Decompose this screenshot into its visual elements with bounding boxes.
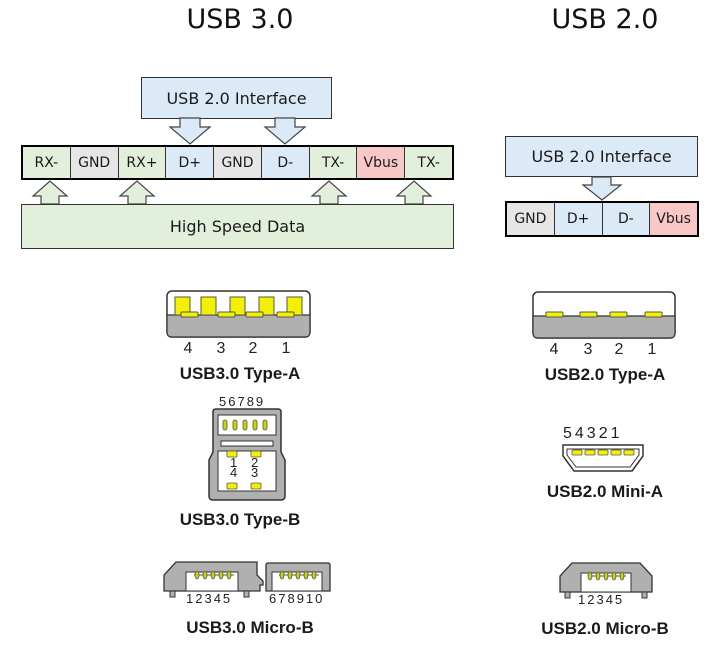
usb2-mini-a-connector bbox=[562, 444, 644, 472]
usb3-micro-b-caption: USB3.0 Micro-B bbox=[186, 618, 314, 637]
usb3-pin-3: RX+ bbox=[118, 147, 167, 178]
usb2-pin-label: GND bbox=[514, 211, 547, 227]
usb3-a-contact bbox=[276, 311, 295, 318]
usb3-type-a-connector bbox=[166, 290, 311, 338]
usb2-pin-label: D+ bbox=[566, 211, 590, 227]
usb3-pin-label: D+ bbox=[178, 154, 201, 171]
usb2-a-pin-2: 2 bbox=[614, 341, 624, 358]
usb3-micro-b-left-pins: 12345 bbox=[186, 591, 233, 606]
arrow-to-tx-minus-1 bbox=[310, 180, 348, 205]
usb2-micro-b-caption: USB2.0 Micro-B bbox=[541, 619, 669, 638]
usb3-b-pin-4: 4 bbox=[230, 465, 238, 480]
usb3-a-ss-contact bbox=[258, 296, 275, 316]
usb3-pin-8: Vbus bbox=[357, 147, 406, 178]
usb3-a-pin-1: 1 bbox=[281, 340, 291, 357]
usb3-pin-label: Vbus bbox=[363, 154, 399, 171]
usb3-pin-label: TX- bbox=[417, 154, 440, 171]
usb3-pin-label: GND bbox=[221, 154, 254, 171]
usb2-title: USB 2.0 bbox=[551, 4, 659, 35]
arrow-to-tx-minus-2 bbox=[395, 180, 433, 205]
usb2-pin-label: D- bbox=[617, 211, 634, 227]
usb2-pin-1: GND bbox=[507, 203, 555, 235]
usb3-pin-label: RX- bbox=[34, 154, 59, 171]
usb3-pin-label: GND bbox=[78, 154, 111, 171]
usb3-pin-5: GND bbox=[214, 147, 262, 178]
high-speed-data-callout: High Speed Data bbox=[21, 204, 454, 249]
arrow-to-rx-plus bbox=[118, 180, 156, 205]
usb2-a-pin-1: 1 bbox=[647, 341, 657, 358]
usb3-b-pin-3: 3 bbox=[251, 465, 259, 480]
usb2-interface-label: USB 2.0 Interface bbox=[531, 147, 672, 166]
usb3-b-pin-2: 2 bbox=[251, 455, 259, 470]
usb3-pin-label: TX- bbox=[321, 154, 345, 171]
usb3-a-contact bbox=[217, 311, 236, 318]
usb3-b-top-pins: 56789 bbox=[219, 394, 266, 409]
arrow-to-dplus bbox=[168, 117, 212, 145]
usb3-type-b-caption: USB3.0 Type-B bbox=[179, 510, 301, 529]
usb3-title: USB 3.0 bbox=[186, 4, 294, 35]
usb2-type-a-connector bbox=[532, 291, 676, 339]
usb2-mini-a-caption: USB2.0 Mini-A bbox=[546, 482, 664, 501]
usb3-pin-row: RX- GND RX+ D+ GND D- TX- Vbus TX- bbox=[21, 145, 454, 180]
usb3-a-pin-4: 4 bbox=[183, 340, 193, 357]
arrow-to-rx-minus bbox=[31, 180, 69, 205]
usb3-a-ss-contact bbox=[229, 296, 246, 316]
arrow-to-dminus bbox=[263, 117, 307, 145]
usb2-pin-2: D+ bbox=[554, 203, 603, 235]
usb3-b-pin-1: 1 bbox=[230, 455, 238, 470]
usb2-pin-label: Vbus bbox=[656, 211, 691, 227]
usb3-interface-label: USB 2.0 Interface bbox=[166, 88, 307, 108]
usb2-pin-row: GND D+ D- Vbus bbox=[505, 201, 699, 237]
usb3-a-pin-3: 3 bbox=[216, 340, 226, 357]
usb3-pin-1: RX- bbox=[23, 147, 71, 178]
usb3-micro-b-right-pins: 678910 bbox=[269, 591, 325, 606]
usb3-micro-b-connector bbox=[163, 561, 331, 598]
usb2-micro-b-connector bbox=[559, 562, 653, 599]
usb3-type-a-caption: USB3.0 Type-A bbox=[179, 364, 301, 383]
usb3-interface-callout: USB 2.0 Interface bbox=[141, 77, 332, 119]
usb2-pin-3: D- bbox=[602, 203, 651, 235]
usb3-type-b-connector bbox=[208, 408, 286, 501]
usb3-a-ss-contact bbox=[200, 296, 217, 316]
usb3-pin-4: D+ bbox=[166, 147, 215, 178]
usb2-interface-callout: USB 2.0 Interface bbox=[505, 136, 698, 177]
usb2-pin-4: Vbus bbox=[650, 203, 697, 235]
usb3-pin-7: TX- bbox=[309, 147, 358, 178]
usb3-a-contact bbox=[180, 311, 199, 318]
usb3-pin-9: TX- bbox=[405, 147, 453, 178]
usb3-pin-2: GND bbox=[70, 147, 119, 178]
usb2-a-pin-3: 3 bbox=[583, 341, 593, 358]
usb3-pin-6: D- bbox=[261, 147, 310, 178]
high-speed-data-label: High Speed Data bbox=[169, 217, 306, 236]
usb3-a-contact bbox=[245, 311, 264, 318]
usb3-a-pin-2: 2 bbox=[248, 340, 258, 357]
usb2-type-a-caption: USB2.0 Type-A bbox=[544, 365, 666, 384]
arrow-to-usb2-data bbox=[581, 176, 623, 201]
usb3-pin-label: D- bbox=[277, 154, 294, 171]
usb3-pin-label: RX+ bbox=[126, 154, 158, 171]
usb2-a-pin-4: 4 bbox=[549, 341, 559, 358]
usb2-micro-b-pins: 12345 bbox=[578, 592, 625, 607]
usb2-mini-a-pins: 54321 bbox=[563, 425, 623, 442]
